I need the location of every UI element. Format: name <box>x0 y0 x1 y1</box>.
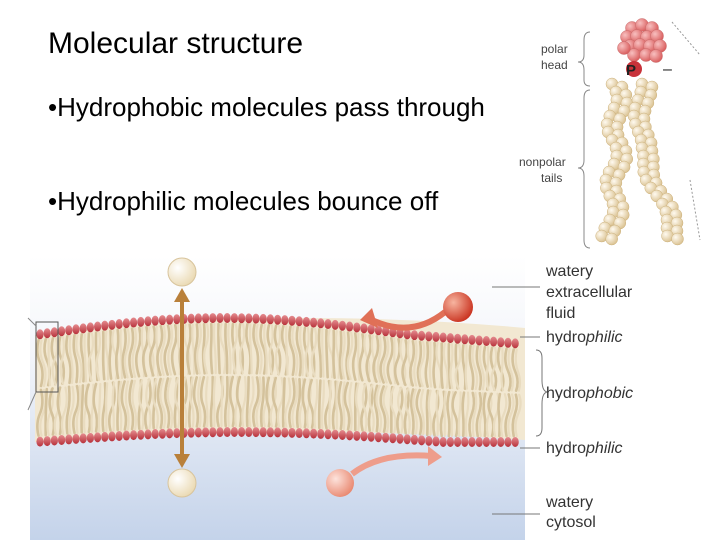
hydrophobic-molecule-top <box>167 257 197 287</box>
hydrophilic-molecule-bottom <box>326 469 354 497</box>
zoom-box <box>35 321 59 393</box>
phosphate-label: P <box>626 62 637 79</box>
pass-through-arrow <box>174 288 190 468</box>
polar-head-label-2: head <box>541 58 568 72</box>
watery-extracellular-label-1: watery <box>546 263 594 280</box>
nonpolar-tails-label-2: tails <box>541 171 563 185</box>
hydrophilic-bottom-label: hydrophilic <box>546 440 623 457</box>
hydrophobic-label: hydrophobic <box>546 385 634 402</box>
watery-cytosol-label-2: cytosol <box>546 514 596 531</box>
bounce-arrow-top <box>360 308 447 331</box>
charge-label: – <box>663 61 672 78</box>
hydrophobic-molecule-bottom <box>167 468 197 498</box>
slide-title: Molecular structure <box>48 27 304 60</box>
bounce-arrow-bottom <box>350 446 442 477</box>
bullet-hydrophobic: •Hydrophobic molecules pass through <box>48 92 485 122</box>
bullet-hydrophilic: •Hydrophilic molecules bounce off <box>48 186 439 216</box>
polar-head-label-1: polar <box>541 42 568 56</box>
nonpolar-tails-label-1: nonpolar <box>519 155 566 169</box>
phospholipid-molecule <box>595 18 684 246</box>
watery-extracellular-label-2: extracellular <box>546 284 633 301</box>
hydrophilic-top-label: hydrophilic <box>546 329 623 346</box>
hydrophilic-molecule-top <box>443 292 473 322</box>
watery-cytosol-label-1: watery <box>546 494 594 511</box>
watery-extracellular-label-3: fluid <box>546 305 576 322</box>
lipid-heads <box>36 313 519 447</box>
lipid-tails <box>36 322 522 438</box>
